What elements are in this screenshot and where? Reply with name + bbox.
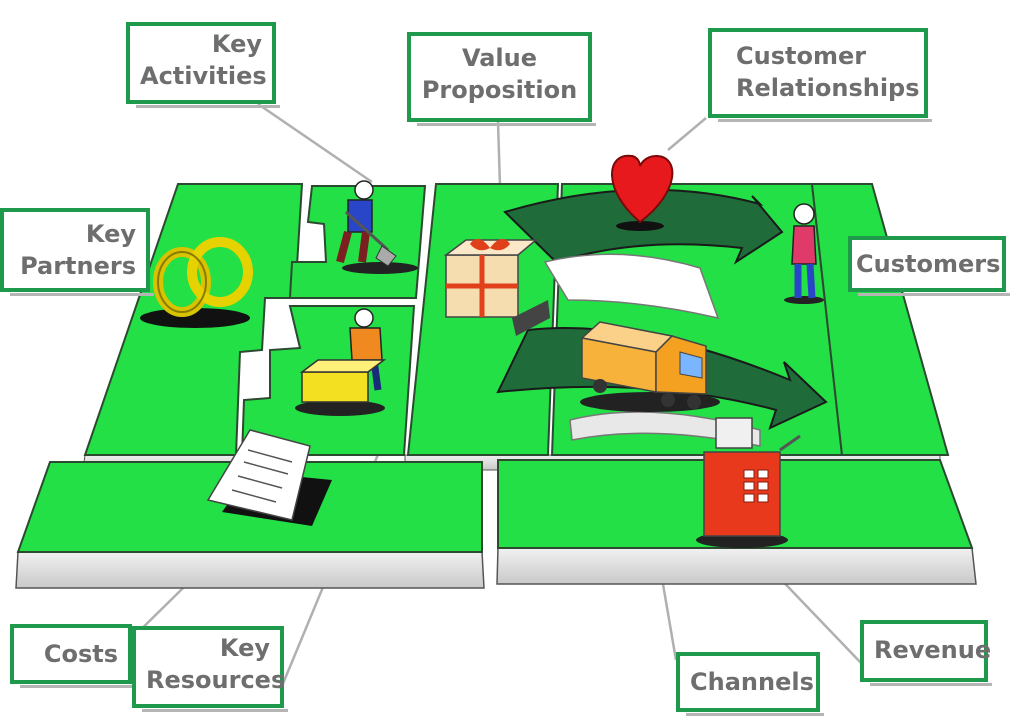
- label-revenue-text: Revenue: [874, 636, 992, 664]
- label-value-proposition-line2: Proposition: [421, 76, 578, 104]
- label-key-partners-line2: Partners: [20, 252, 136, 280]
- label-customer-relationships-line1: Customer: [736, 42, 867, 70]
- label-key-activities-line1: Key: [211, 30, 262, 58]
- heart-icon: [611, 154, 674, 231]
- digging-person-icon: [336, 180, 418, 274]
- label-channels-text: Channels: [690, 668, 814, 696]
- label-key-resources-line2: Resources: [146, 666, 286, 694]
- label-key-partners-line1: Key: [85, 220, 136, 248]
- label-costs-text: Costs: [43, 640, 118, 668]
- label-customer-relationships-line2: Relationships: [736, 74, 920, 102]
- label-key-activities: Key Activities: [126, 22, 280, 108]
- rings-icon: [140, 237, 253, 328]
- label-value-proposition-line1: Value: [461, 44, 538, 72]
- cash-register-icon: [696, 417, 801, 548]
- label-costs: Costs: [10, 624, 136, 688]
- label-value-proposition: Value Proposition: [407, 32, 596, 126]
- standing-customer-icon: [784, 203, 824, 304]
- label-customer-relationships: Customer Relationships: [708, 28, 932, 122]
- label-key-partners: Key Partners: [0, 208, 154, 296]
- label-customers-text: Customers: [856, 250, 1001, 278]
- board-tiles: [16, 183, 974, 553]
- label-channels: Channels: [676, 652, 824, 716]
- cost-document-icon: [206, 429, 332, 526]
- tile-customers: [810, 183, 950, 456]
- label-revenue: Revenue: [860, 620, 992, 686]
- label-key-activities-line2: Activities: [140, 62, 267, 90]
- label-key-resources-line1: Key: [219, 634, 270, 662]
- label-customers: Customers: [848, 236, 1010, 296]
- label-key-resources: Key Resources: [132, 626, 288, 712]
- worker-with-crate-icon: [295, 308, 387, 416]
- gift-box-icon: [443, 238, 550, 336]
- delivery-truck-icon: [580, 321, 720, 412]
